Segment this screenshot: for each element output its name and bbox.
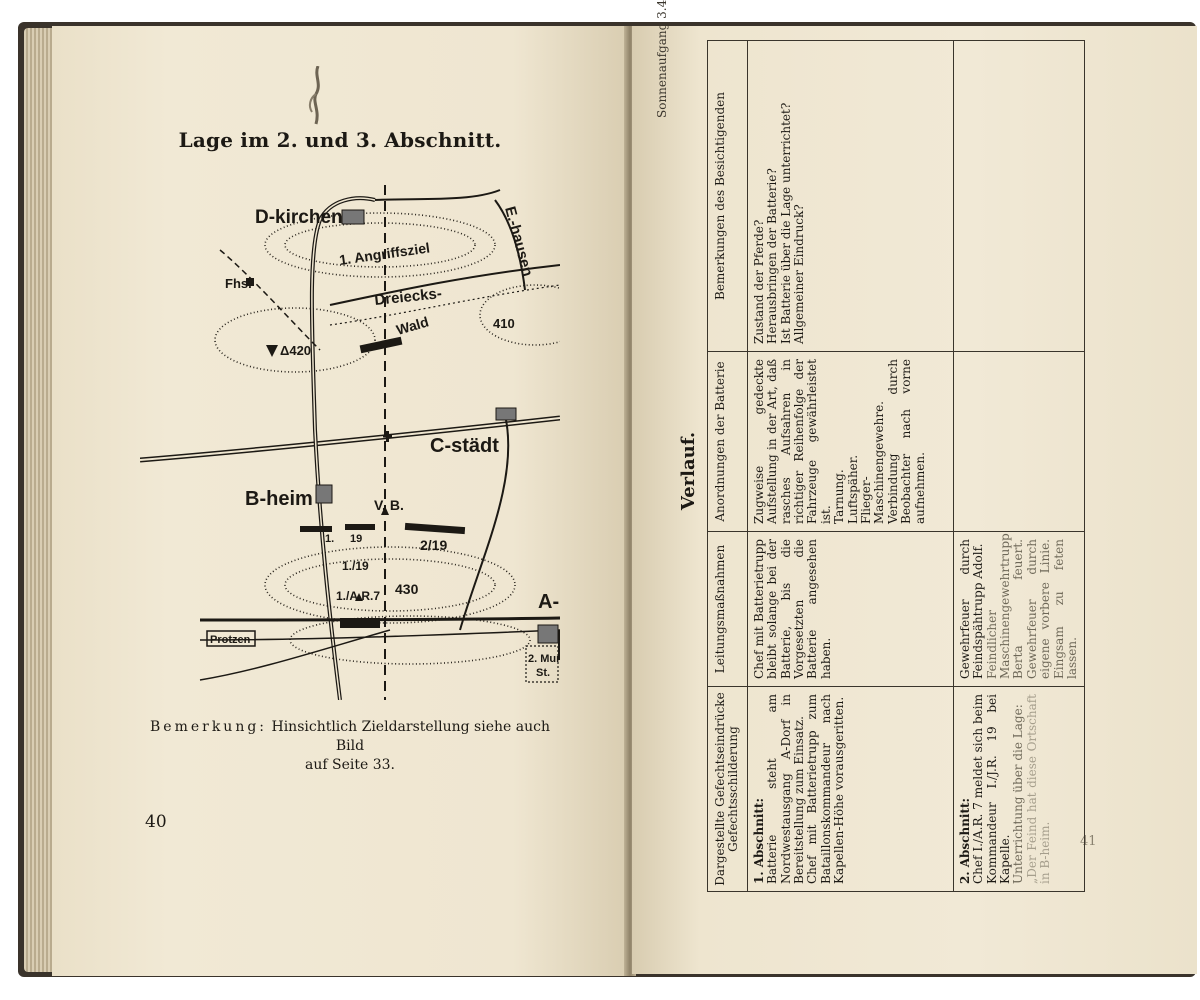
label-e-hausen: E.-hausen bbox=[501, 205, 536, 279]
page-number-left: 40 bbox=[145, 812, 167, 832]
label-a-dorf: A-Dorf bbox=[538, 591, 560, 613]
row1-col1-text-b: Chef mit Batterietrupp zum Bataillonskom… bbox=[805, 694, 847, 884]
label-d-kirchen: D-kirchen bbox=[255, 207, 343, 228]
label-b-heim: B-heim bbox=[245, 488, 313, 510]
label-bat19: 19 bbox=[350, 533, 362, 545]
left-page bbox=[52, 26, 628, 976]
page-number-right: 41 bbox=[1080, 834, 1097, 849]
row2-col2-text-a: Gewehrfeuer durch Feindspähtrupp Adolf. bbox=[957, 539, 986, 679]
row2-col2: Gewehrfeuer durch Feindspähtrupp Adolf. … bbox=[953, 531, 1085, 687]
row1-col3-text-a: Zugweise gedeckte Aufstellung in der Art… bbox=[751, 359, 833, 524]
label-dreiecks: Dreiecks- bbox=[374, 285, 443, 309]
label-fhs: Fhs. bbox=[225, 276, 252, 291]
label-mun2: St. bbox=[536, 667, 550, 679]
label-h410: 410 bbox=[493, 316, 515, 331]
row2-col1-text-b: Unterrichtung über die Lage: bbox=[1011, 704, 1026, 884]
sunrise-note: Sonnenaufgang 3.45 Uhr bbox=[655, 0, 669, 118]
label-c-staedt: C-städt bbox=[430, 435, 499, 457]
label-h420: Δ420 bbox=[280, 343, 311, 358]
section-1-label: 1. Abschnitt: bbox=[751, 798, 766, 884]
row2-col1: 2. Abschnitt: Chef I./A.R. 7 meldet sich… bbox=[953, 686, 1085, 892]
row1-col4-text-d: Allgemeiner Eindruck? bbox=[792, 204, 807, 344]
label-bat219: 2/19 bbox=[420, 537, 447, 553]
label-l19: 1./19 bbox=[342, 559, 369, 573]
header-col3: Anordnungen der Batterie bbox=[707, 351, 748, 532]
header-col2: Leitungsmaßnahmen bbox=[707, 531, 748, 687]
row2-col1-text-a: Chef I./A.R. 7 meldet sich beim Kommande… bbox=[971, 694, 1013, 884]
label-h430: 430 bbox=[395, 581, 419, 597]
table-row: 2. Abschnitt: Chef I./A.R. 7 meldet sich… bbox=[953, 40, 1085, 892]
section-heading: Verlauf. bbox=[678, 431, 699, 511]
label-mun1: 2. Mun. bbox=[528, 653, 560, 665]
right-page: 41 Sonnenaufgang 3.45 Uhr Verlauf. Darge… bbox=[632, 0, 1197, 974]
remark-text-2: auf Seite 33. bbox=[305, 757, 395, 773]
table-header-row: Dargestellte Gefechtseindrücke Gefechtss… bbox=[707, 40, 748, 892]
row1-col4-text-a: Zustand der Pferde? bbox=[751, 219, 766, 344]
header-col1: Dargestellte Gefechtseindrücke Gefechtss… bbox=[707, 686, 748, 892]
remark-label: Bemerkung: bbox=[150, 719, 268, 735]
section-2-label: 2. Abschnitt: bbox=[957, 798, 972, 884]
row1-col3-text-d: Flieger-Maschinengewehre. bbox=[859, 401, 887, 524]
label-ar7: 1./A.R.7 bbox=[336, 589, 380, 603]
row2-col4 bbox=[953, 40, 1085, 352]
row1-col4: Zustand der Pferde? Herausbringen der Ba… bbox=[747, 40, 954, 352]
row1-col2: Chef mit Batterietrupp bleibt solange be… bbox=[747, 531, 954, 687]
table-row: 1. Abschnitt: Batterie steht am Nordwest… bbox=[747, 40, 954, 892]
bookmark-string bbox=[308, 66, 320, 125]
row1-col4-text-b: Herausbringen der Batterie? bbox=[765, 168, 780, 344]
row1-col1: 1. Abschnitt: Batterie steht am Nordwest… bbox=[747, 686, 954, 892]
row1-col3-text-b: Tarnung. bbox=[832, 469, 847, 524]
label-protzen: Protzen bbox=[210, 634, 251, 646]
map-remark: Bemerkung: Hinsichtlich Zieldarstellung … bbox=[140, 718, 560, 775]
verlauf-table: Dargestellte Gefechtseindrücke Gefechtss… bbox=[707, 40, 1085, 892]
row1-col3: Zugweise gedeckte Aufstellung in der Art… bbox=[747, 351, 954, 532]
map-title: Lage im 2. und 3. Abschnitt. bbox=[178, 128, 502, 152]
remark-text: Hinsichtlich Zieldarstellung siehe auch … bbox=[271, 719, 550, 754]
row2-col3 bbox=[953, 351, 1085, 532]
row1-col3-text-c: Luftspäher. bbox=[845, 454, 860, 524]
label-vb: V. B. bbox=[374, 497, 404, 513]
label-bat1: 1. bbox=[325, 533, 334, 545]
tactical-map: D-kirchen E.-hausen 1. Angriffsziel Fhs.… bbox=[140, 185, 560, 700]
label-angriffsziel: 1. Angriffsziel bbox=[338, 239, 431, 268]
row2-col2-text-b: Feindlicher Maschinengewehrtrupp Berta f… bbox=[984, 533, 1080, 679]
rotated-table-block: Sonnenaufgang 3.45 Uhr Verlauf. Dargeste… bbox=[652, 0, 1085, 901]
row1-col3-text-e: Verbindung durch Beobachter nach vorne a… bbox=[885, 359, 927, 524]
row2-col1-text-c: „Der Feind hat diese Ortschaft in B-heim… bbox=[1024, 694, 1053, 884]
row1-col4-text-c: Ist Batterie über die Lage unterrichtet? bbox=[778, 102, 793, 344]
label-wald: Wald bbox=[394, 313, 430, 337]
header-col4: Bemerkungen des Besichtigenden bbox=[707, 40, 748, 352]
row1-col1-text-a: Batterie steht am Nordwestausgang A-Dorf… bbox=[765, 694, 807, 884]
